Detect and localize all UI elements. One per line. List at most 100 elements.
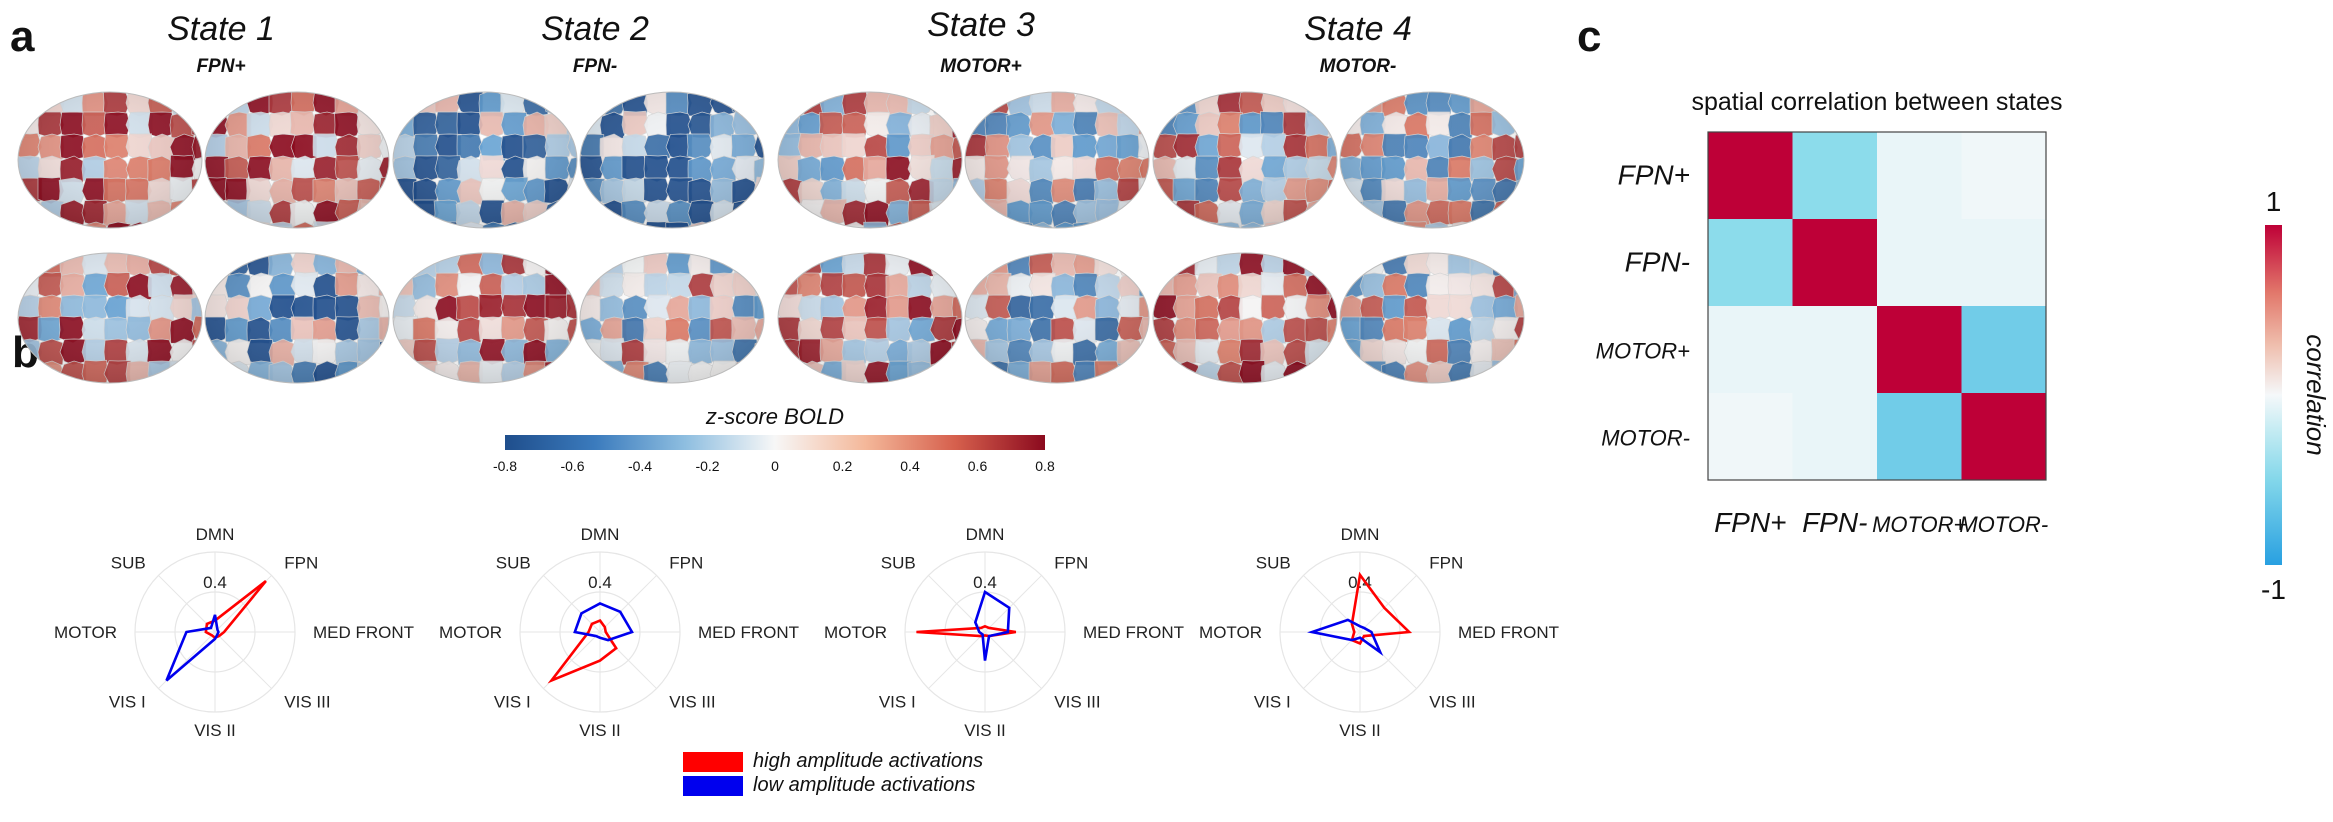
heatmap-cell (1708, 306, 1793, 394)
radar-charts: DMN FPN MED FRONT VIS III VIS II VIS I MOTOR SU… (54, 525, 1559, 740)
state-2-title: State 2 (541, 10, 649, 48)
state-1-subtitle: FPN+ (196, 56, 246, 77)
heatmap-cell (1708, 393, 1793, 481)
radar-spoke (1359, 631, 1417, 689)
colorbar-a-tick: 0 (771, 458, 779, 474)
heatmap-cell (1961, 132, 2047, 220)
radar-axis-label: SUB (111, 554, 146, 573)
radar-axis-label: MED FRONT (698, 623, 799, 642)
heatmap-cell (1877, 132, 1962, 220)
radar-axis-label: MED FRONT (1458, 623, 1559, 642)
heatmap-colorbar-max: 1 (2266, 186, 2282, 217)
radar-spoke (1359, 575, 1417, 633)
radar-axis-label: DMN (1341, 525, 1380, 544)
heatmap-cell (1877, 393, 1962, 481)
brain-view (204, 91, 390, 229)
legend-low-swatch (683, 775, 743, 796)
heatmap-row-label: MOTOR- (1601, 426, 1690, 451)
brain-view (579, 91, 765, 229)
heatmap-cell (1961, 393, 2047, 481)
brain-view (17, 252, 203, 384)
radar-series-low (973, 589, 1011, 661)
brain-view (392, 252, 578, 384)
radar-ring-label: 0.4 (203, 573, 227, 592)
colorbar-a-tick: 0.4 (900, 458, 920, 474)
brain-view (204, 252, 390, 384)
legend-high: high amplitude activations (683, 750, 983, 773)
radar-axis-label: VIS I (494, 692, 531, 711)
radar-series-low (573, 601, 634, 642)
panel-label-a: a (10, 12, 35, 61)
radar-axis-label: MOTOR (824, 623, 887, 642)
brain-renders (17, 91, 1525, 384)
radar-series-low (165, 614, 220, 682)
heatmap-col-label: FPN- (1802, 507, 1867, 538)
brain-view (777, 252, 963, 384)
heatmap-cell (1792, 132, 1878, 220)
colorbar-a-tick: 0.2 (832, 458, 853, 474)
colorbar-a-tick: -0.4 (627, 458, 653, 474)
heatmap-col-label: FPN+ (1714, 507, 1786, 538)
colorbar-a (505, 435, 1045, 450)
radar-axis-label: FPN (284, 554, 318, 573)
radar-axis-label: FPN (1054, 554, 1088, 573)
legend-low-label: low amplitude activations (753, 774, 976, 796)
heatmap-cell (1708, 219, 1793, 307)
radar-axis-label: SUB (496, 554, 531, 573)
radar-axis-label: VIS III (1429, 692, 1475, 711)
radar-axis-label: SUB (881, 554, 916, 573)
radar-axis-label: VIS II (964, 721, 1006, 740)
heatmap-cell (1792, 219, 1878, 307)
radar-axis-label: MOTOR (439, 623, 502, 642)
state-2-subtitle: FPN- (572, 56, 618, 77)
radar-axis-label: FPN (1429, 554, 1463, 573)
radar-axis-label: VIS III (284, 692, 330, 711)
brain-view (1339, 252, 1525, 384)
radar-series-high (547, 618, 618, 684)
radar-axis-label: VIS II (1339, 721, 1381, 740)
heatmap-cell (1792, 306, 1878, 394)
brain-view (1152, 91, 1338, 229)
radar-spoke (984, 631, 1042, 689)
radar-axis-label: VIS I (879, 692, 916, 711)
radar-axis-label: VIS III (669, 692, 715, 711)
radar-axis-label: VIS I (1254, 692, 1291, 711)
radar-spoke (599, 631, 657, 689)
radar-spoke (928, 631, 986, 689)
radar-axis-label: VIS II (194, 721, 236, 740)
heatmap-frame (1707, 131, 2047, 481)
radar-axis-label: MED FRONT (1083, 623, 1184, 642)
radar-series-low (1307, 618, 1384, 657)
radar-axis-label: VIS I (109, 692, 146, 711)
radar-spoke (599, 575, 657, 633)
brain-view (17, 91, 203, 229)
state-4-subtitle: MOTOR- (1319, 56, 1397, 77)
radar-axis-label: DMN (581, 525, 620, 544)
radar-axis-label: MED FRONT (313, 623, 414, 642)
heatmap-row-label: FPN+ (1618, 160, 1690, 191)
radar-spoke (158, 575, 216, 633)
radar-ring-label: 0.4 (588, 573, 612, 592)
heatmap-cell (1877, 306, 1962, 394)
heatmap-cell (1961, 219, 2047, 307)
radar-series-high (916, 624, 1017, 638)
radar-spoke (1303, 631, 1361, 689)
brain-view (1339, 91, 1525, 229)
heatmap-col-label: MOTOR+ (1872, 512, 1966, 537)
heatmap-cell (1708, 132, 1793, 220)
brain-state-2 (392, 91, 765, 384)
colorbar-a-tick: -0.6 (560, 458, 585, 474)
heatmap-cell (1792, 393, 1878, 481)
state-3-subtitle: MOTOR+ (940, 56, 1022, 77)
colorbar-a-tick: -0.8 (492, 458, 518, 474)
legend-high-swatch (683, 751, 743, 772)
heatmap-title: spatial correlation between states (1691, 88, 2062, 116)
radar-spoke (984, 575, 1042, 633)
heatmap-row-label: MOTOR+ (1596, 339, 1690, 364)
radar-axis-label: FPN (669, 554, 703, 573)
colorbar-a-tick: 0.6 (967, 458, 988, 474)
state-1-title: State 1 (167, 10, 275, 48)
